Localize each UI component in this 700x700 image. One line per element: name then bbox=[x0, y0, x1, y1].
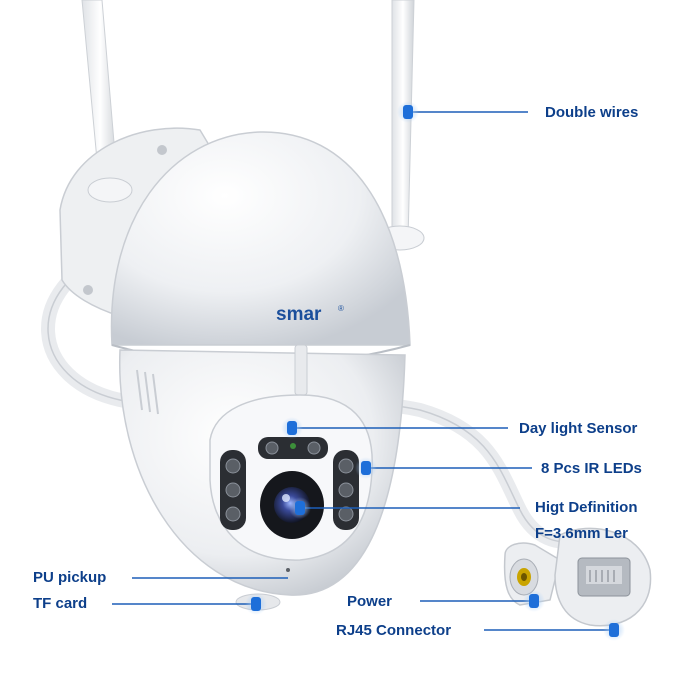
callout-lines bbox=[112, 111, 614, 631]
callout-dot-day-light-sensor bbox=[281, 417, 303, 439]
label-power: Power bbox=[347, 593, 393, 610]
callout-dot-high-definition bbox=[289, 497, 311, 519]
label-high-definition: Higt Definition bbox=[535, 499, 638, 516]
label-day-light-sensor: Day light Sensor bbox=[519, 420, 638, 437]
callout-dot-ir-leds bbox=[355, 457, 377, 479]
registered-mark: ® bbox=[338, 304, 344, 313]
label-tf-card: TF card bbox=[33, 595, 88, 612]
ir-led-strip-left bbox=[220, 450, 246, 530]
label-double-wires: Double wires bbox=[545, 104, 639, 121]
label-lens: F=3.6mm Ler bbox=[535, 525, 628, 542]
label-pu-pickup: PU pickup bbox=[33, 569, 107, 586]
callout-dot-double-wires bbox=[397, 101, 419, 123]
rj45-connector bbox=[554, 527, 652, 627]
ir-led-strip-top bbox=[258, 437, 328, 459]
label-ir-leds: 8 Pcs IR LEDs bbox=[541, 460, 642, 477]
brand-logo: smar bbox=[276, 304, 322, 325]
mic-hole bbox=[286, 568, 290, 572]
ir-led-strip-right bbox=[333, 450, 359, 530]
callout-dots bbox=[245, 101, 625, 641]
callout-dot-tf-card bbox=[245, 593, 267, 615]
label-rj45: RJ45 Connector bbox=[336, 622, 452, 639]
callout-dot-rj45 bbox=[603, 619, 625, 641]
callout-dot-power bbox=[523, 590, 545, 612]
power-connector bbox=[503, 542, 561, 606]
